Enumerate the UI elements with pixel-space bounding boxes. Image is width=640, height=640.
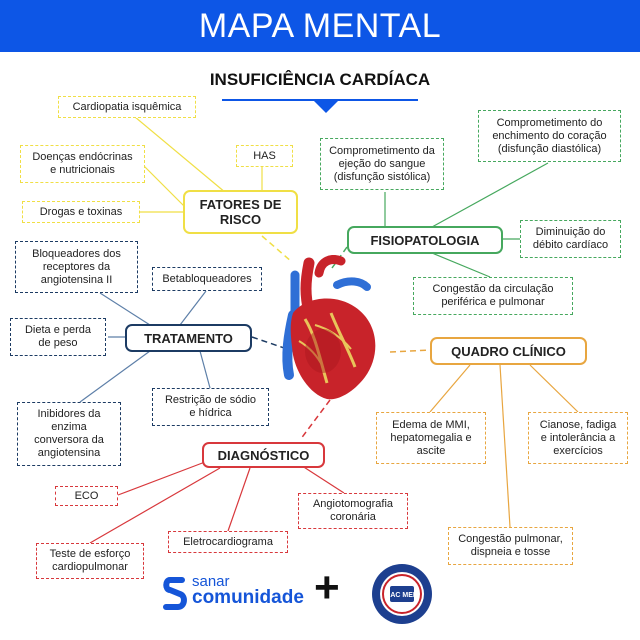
fatores-item-endocrinas: Doenças endócrinas e nutricionais <box>20 145 145 183</box>
plus-sign: + <box>314 563 340 612</box>
fisiopatologia-node: FISIOPATOLOGIA <box>347 226 503 254</box>
chevron-down-icon <box>314 101 338 113</box>
fisio-item-debito: Diminuição do débito cardíaco <box>520 220 621 258</box>
map-subtitle: INSUFICIÊNCIA CARDÍACA <box>209 70 431 89</box>
quadro-clinico-node: QUADRO CLÍNICO <box>430 337 587 365</box>
fatores-item-drogas: Drogas e toxinas <box>22 201 140 223</box>
quadro-item-edema: Edema de MMI, hepatomegalia e ascite <box>376 412 486 464</box>
diag-item-teste-esforco: Teste de esforço cardiopulmonar <box>36 543 144 579</box>
fisio-item-sistolica: Comprometimento da ejeção do sangue (dis… <box>320 138 444 190</box>
quadro-item-cianose: Cianose, fadiga e intolerância a exercíc… <box>528 412 628 464</box>
header-banner: MAPA MENTAL <box>0 0 640 52</box>
brand-line2: comunidade <box>192 587 304 608</box>
trat-item-betabloq: Betabloqueadores <box>152 267 262 291</box>
diag-item-angiotomografia: Angiotomografia coronária <box>298 493 408 529</box>
fisio-item-diastolica: Comprometimento do enchimento do coração… <box>478 110 621 162</box>
lacmed-seal-icon: LAC MED <box>372 564 432 624</box>
trat-item-ieca: Inibidores da enzima conversora da angio… <box>17 402 121 466</box>
subtitle-underline <box>222 99 418 101</box>
fisio-item-congestao: Congestão da circulação periférica e pul… <box>413 277 573 315</box>
fatores-de-risco-node: FATORES DE RISCO <box>183 190 298 234</box>
fatores-item-has: HAS <box>236 145 293 167</box>
diag-item-ecg: Eletrocardiograma <box>168 531 288 553</box>
sanar-logo-text: sanar comunidade <box>192 573 304 608</box>
diagnostico-node: DIAGNÓSTICO <box>202 442 325 468</box>
brand-line1: sanar <box>192 573 230 590</box>
seal-text: LAC MED <box>386 592 418 599</box>
tratamento-node: TRATAMENTO <box>125 324 252 352</box>
trat-item-bra: Bloqueadores dos receptores da angiotens… <box>15 241 138 293</box>
fatores-item-cardiopatia: Cardiopatia isquêmica <box>58 96 196 118</box>
trat-item-dieta: Dieta e perda de peso <box>10 318 106 356</box>
quadro-item-congestao: Congestão pulmonar, dispneia e tosse <box>448 527 573 565</box>
heart-illustration <box>282 255 376 400</box>
trat-item-restricao: Restrição de sódio e hídrica <box>152 388 269 426</box>
sanar-logo-icon <box>163 577 187 610</box>
diag-item-eco: ECO <box>55 486 118 506</box>
page-title: MAPA MENTAL <box>198 7 442 45</box>
